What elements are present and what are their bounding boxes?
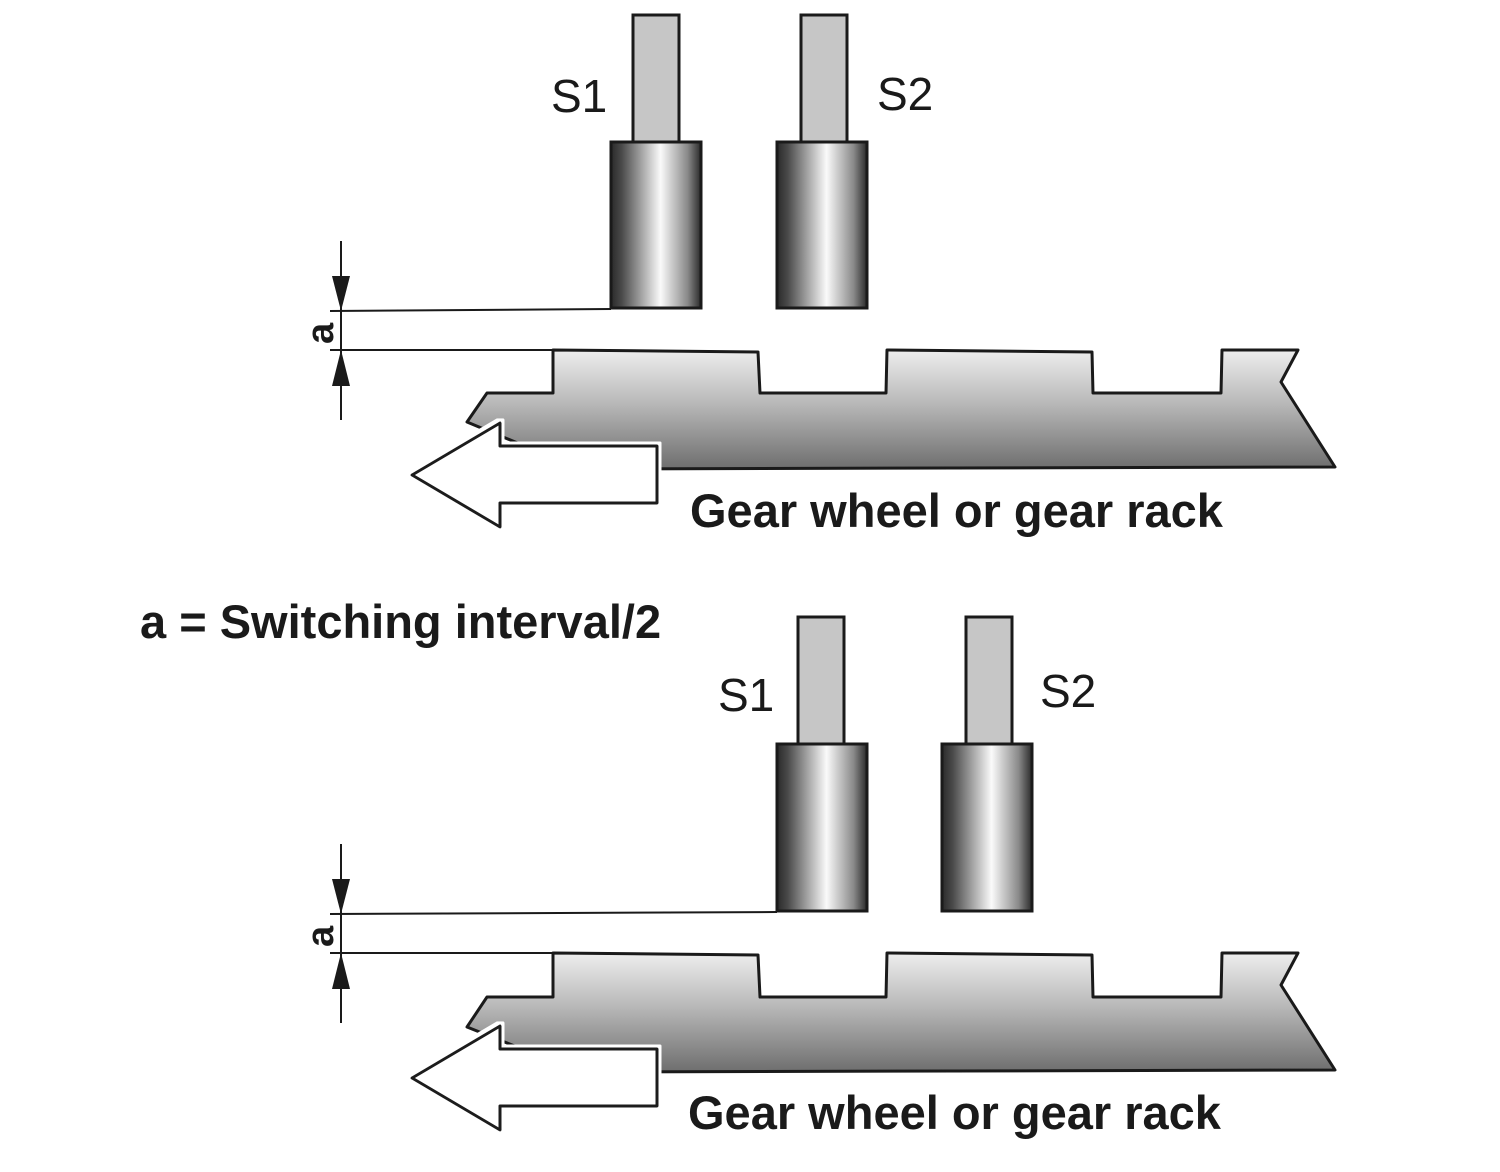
dimension-arrow-up-icon xyxy=(332,350,350,386)
sensor-s2-body xyxy=(775,140,869,310)
gear-rack xyxy=(465,951,1337,1074)
gear-label: Gear wheel or gear rack xyxy=(690,484,1224,537)
sensor-s1-body xyxy=(609,140,703,310)
distance-label: a xyxy=(300,322,342,344)
distance-label: a xyxy=(300,925,342,947)
dimension-arrow-down-icon xyxy=(332,879,350,914)
dimension-arrow-up-icon xyxy=(332,953,350,989)
sensor-s2 xyxy=(940,615,1034,913)
distance-dimension: a xyxy=(300,241,612,420)
sensor-s1 xyxy=(609,13,703,310)
sensor-s2-stem xyxy=(799,13,849,144)
sensor-s1-label: S1 xyxy=(551,70,607,122)
sensor-s1-stem xyxy=(796,615,846,746)
sensor-s2-label: S2 xyxy=(1040,665,1096,717)
panel-top: S1 S2 a Gear wheel or gear rack xyxy=(300,13,1337,537)
sensor-s2-label: S2 xyxy=(877,68,933,120)
motion-arrow-left-icon xyxy=(410,1024,659,1132)
sensor-s1-stem xyxy=(631,13,681,144)
sensor-s1 xyxy=(775,615,869,913)
gear-rack xyxy=(465,348,1337,471)
sensor-s1-label: S1 xyxy=(718,669,774,721)
dimension-arrow-down-icon xyxy=(332,276,350,311)
formula-text: a = Switching interval/2 xyxy=(140,595,661,648)
sensor-s2-stem xyxy=(964,615,1014,746)
sensor-s2-body xyxy=(940,742,1034,913)
sensor-s2 xyxy=(775,13,869,310)
distance-dimension: a xyxy=(300,844,778,1023)
panel-bottom: S1 S2 a Gear wheel or gear rack xyxy=(300,615,1337,1139)
sensor-s1-body xyxy=(775,742,869,913)
motion-arrow-left-icon xyxy=(410,421,659,529)
gear-label: Gear wheel or gear rack xyxy=(688,1086,1222,1139)
